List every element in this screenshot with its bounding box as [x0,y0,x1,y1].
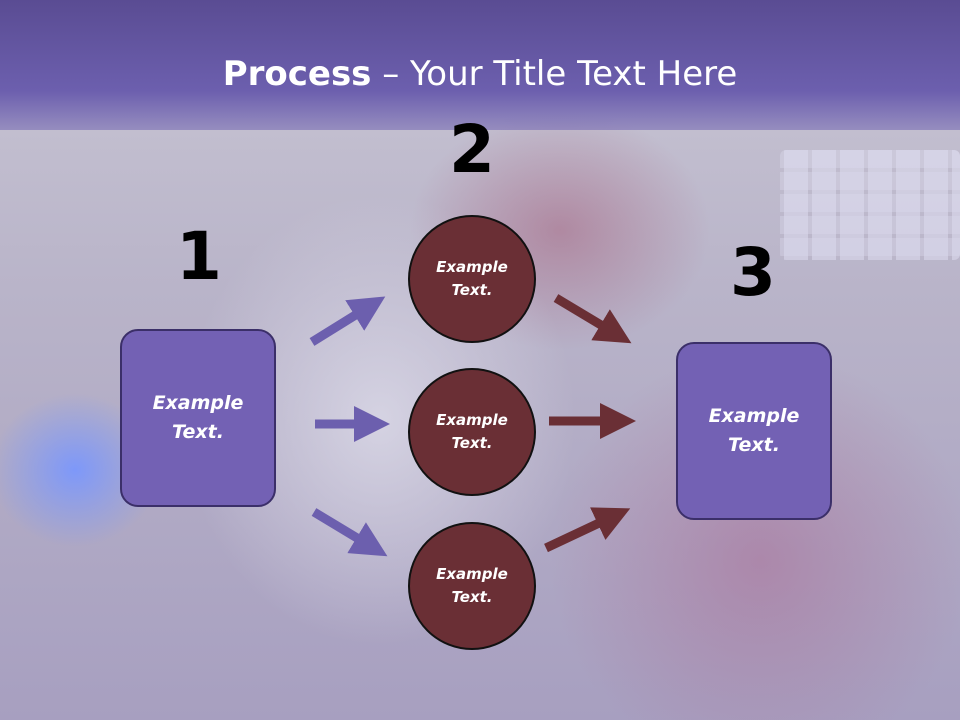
step-number-1: 1 [176,218,222,295]
process-circle-top-label: Example Text. [436,258,508,299]
arrow-left-to-top [309,296,386,346]
disco-tiles-decoration [780,150,960,260]
slide-title: Process – Your Title Text Here [0,52,960,96]
title-bar [0,0,960,130]
arrow-left-to-bottom [311,508,388,557]
process-box-left[interactable]: Example Text. [120,329,276,507]
process-box-right-label: Example Text. [708,405,800,456]
step-number-3: 3 [730,234,776,311]
process-circle-bottom-label: Example Text. [436,565,508,606]
process-box-left-label: Example Text. [152,392,244,443]
arrow-top-to-right [553,294,632,344]
process-circle-middle[interactable]: Example Text. [408,368,536,496]
process-circle-middle-label: Example Text. [436,411,508,452]
process-box-right[interactable]: Example Text. [676,342,832,520]
title-rest: – Your Title Text Here [371,54,738,94]
arrow-bottom-to-right [544,507,631,553]
process-circle-top[interactable]: Example Text. [408,215,536,343]
step-number-2: 2 [449,111,495,188]
title-bold: Process [222,54,372,94]
process-circle-bottom[interactable]: Example Text. [408,522,536,650]
